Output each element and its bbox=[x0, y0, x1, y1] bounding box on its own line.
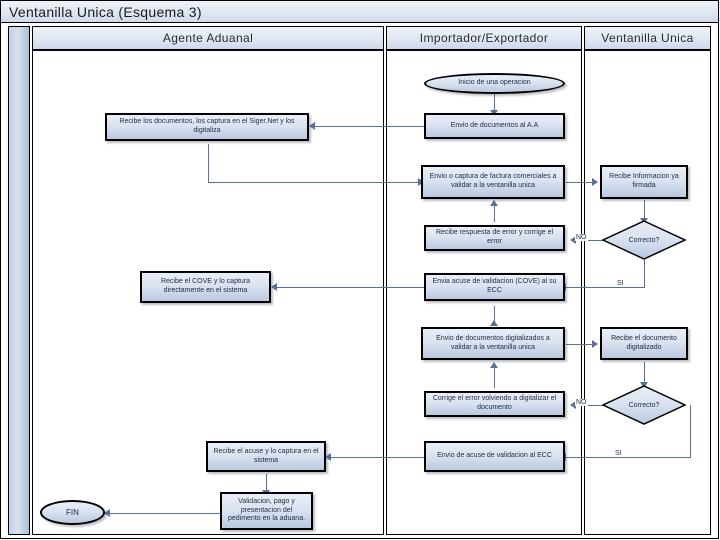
arrowhead-recibe-info bbox=[592, 178, 598, 186]
connector-correcto2-si-down bbox=[690, 405, 691, 457]
arrowhead-envio-digital-retry bbox=[490, 362, 498, 368]
node-recibe-respuesta-error[interactable]: Recibe respuesta de error y corrige el e… bbox=[424, 225, 565, 251]
page-title: Ventanilla Unica (Esquema 3) bbox=[9, 4, 202, 20]
edge-label-si-1: SI bbox=[616, 280, 625, 287]
connector-correcto2-si-left bbox=[566, 457, 691, 458]
node-recibe-documentos[interactable]: Recibe los documentos, los captura en el… bbox=[105, 113, 309, 141]
node-envia-acuse-cove[interactable]: Envia acuse de validacion (COVE) al su E… bbox=[424, 273, 565, 301]
lane-body-ventanilla-unica bbox=[584, 50, 711, 535]
connector-envia-cove-to-recibe-cove bbox=[277, 287, 424, 288]
connector-recibe-info-to-correcto1 bbox=[644, 200, 645, 220]
node-inicio-operacion[interactable]: Inicio de una operacion bbox=[424, 73, 565, 94]
node-validacion-pago-pedimento[interactable]: Validacion, pago y presentacion del pedi… bbox=[220, 492, 313, 530]
connector-correcto1-no bbox=[576, 240, 608, 241]
node-fin[interactable]: FIN bbox=[40, 500, 105, 525]
lane-header-ventanilla-unica: Ventanilla Unica bbox=[584, 26, 711, 50]
connector-recibe-digital-to-correcto2 bbox=[644, 362, 645, 384]
lane-header-importador-exportador: Importador/Exportador bbox=[386, 26, 582, 50]
arrowhead-correcto2 bbox=[640, 382, 648, 388]
node-recibe-documento-digitalizado[interactable]: Recibe el documento digitalizado bbox=[600, 327, 688, 360]
connector-recibe-error-up bbox=[494, 204, 495, 222]
arrowhead-fin bbox=[104, 509, 110, 517]
connector-envio-acuse-to-recibe-acuse bbox=[331, 457, 424, 458]
node-decision-correcto-2[interactable]: Correcto? bbox=[602, 385, 686, 425]
node-envio-acuse-validacion-ecc[interactable]: Envio de acuse de validacion al ECC bbox=[424, 441, 565, 472]
arrowhead-envio-factura-retry bbox=[490, 200, 498, 206]
arrowhead-recibe-digital bbox=[592, 340, 598, 348]
arrowhead-recibe-cove bbox=[271, 283, 277, 291]
arrowhead-recibe-acuse bbox=[325, 453, 331, 461]
connector-correcto1-si-left bbox=[566, 287, 645, 288]
connector-envia-cove-down bbox=[494, 306, 495, 326]
connector-correcto2-no bbox=[576, 405, 608, 406]
connector-envio-factura-to-recibe-info bbox=[566, 182, 594, 183]
edge-label-si-2: SI bbox=[614, 450, 623, 457]
node-envio-documentos-aa[interactable]: Envio de documentos al A.A bbox=[424, 113, 565, 139]
connector-validacion-to-fin bbox=[110, 513, 220, 514]
connector-recibe-acuse-to-validacion bbox=[266, 474, 267, 492]
node-decision-correcto-1[interactable]: Correcto? bbox=[602, 220, 686, 260]
connector-inicio-to-envio-docs bbox=[494, 94, 495, 112]
arrowhead-recibe-docs bbox=[309, 122, 315, 130]
arrowhead-envio-digital bbox=[490, 320, 498, 326]
connector-correcto1-si-down bbox=[644, 260, 645, 287]
node-recibe-cove[interactable]: Recibe el COVE y lo captura directamente… bbox=[140, 271, 271, 303]
edge-label-no-1: NO bbox=[575, 234, 588, 241]
node-envio-documentos-digitalizados[interactable]: Envio de documentos digitalizados a vali… bbox=[421, 327, 565, 360]
decision-label-correcto-2: Correcto? bbox=[628, 401, 660, 409]
connector-recibe-docs-to-envio-factura bbox=[208, 182, 420, 183]
connector-recibe-docs-down bbox=[208, 144, 209, 182]
node-envio-factura-comercial[interactable]: Envio o captura de factura comerciales a… bbox=[421, 165, 565, 199]
title-bar: Ventanilla Unica (Esquema 3) bbox=[1, 1, 718, 23]
node-recibe-acuse-captura[interactable]: Recibe el acuse y lo captura en el siste… bbox=[206, 441, 326, 472]
left-spine-band bbox=[8, 26, 30, 535]
diamond-shape-icon bbox=[602, 385, 686, 425]
edge-label-no-2: NO bbox=[575, 399, 588, 406]
arrowhead-recibe-error bbox=[570, 236, 576, 244]
diamond-shape-icon bbox=[602, 220, 686, 260]
connector-envio-digital-to-recibe-digital bbox=[566, 344, 594, 345]
node-corrige-error-digitalizar[interactable]: Corrige el error volviendo a digitalizar… bbox=[424, 391, 565, 417]
node-recibe-informacion-firmada[interactable]: Recibe Informacion ya firmada bbox=[600, 165, 688, 199]
lane-header-agente-aduanal: Agente Aduanal bbox=[32, 26, 384, 50]
connector-corrige-error-up bbox=[494, 366, 495, 388]
arrowhead-corrige-error bbox=[570, 401, 576, 409]
connector-envio-docs-to-recibe-docs bbox=[315, 126, 424, 127]
decision-label-correcto-1: Correcto? bbox=[628, 236, 660, 244]
